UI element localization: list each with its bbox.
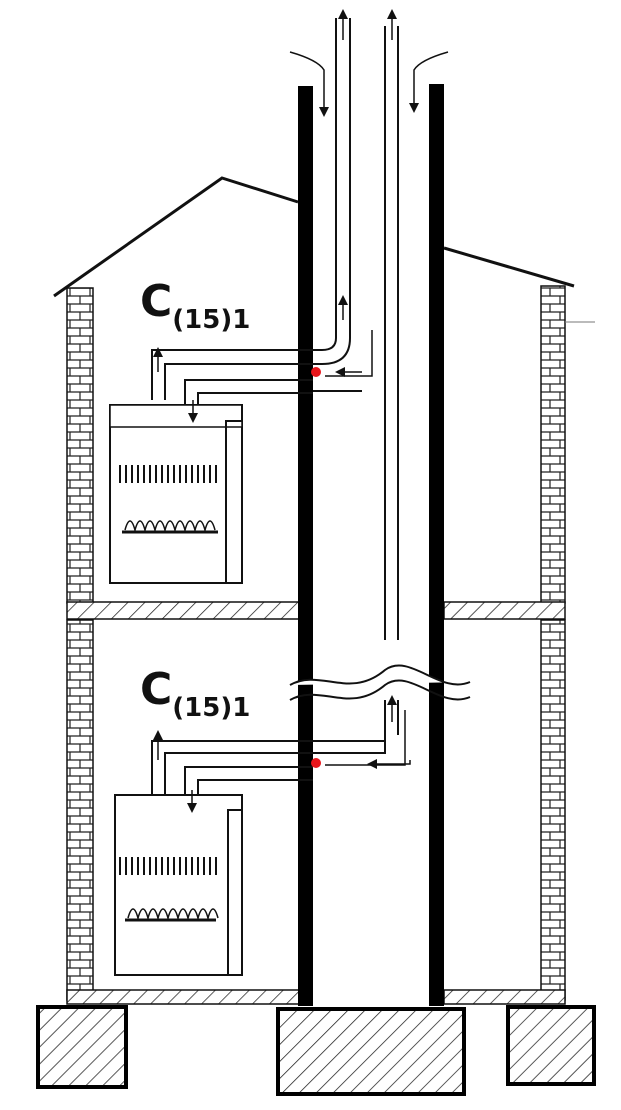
lower-label-main: C xyxy=(140,664,173,715)
left-wall-lower xyxy=(66,619,94,1001)
upper-heat-exchanger xyxy=(119,465,217,483)
top-right-down-arrow xyxy=(409,51,449,113)
central-flue xyxy=(384,26,399,735)
upper-boiler-type-label: C(15)1 xyxy=(140,280,250,334)
break-line xyxy=(289,664,471,686)
foundation-right xyxy=(506,1005,596,1086)
lower-boiler xyxy=(114,794,243,976)
foundation-left xyxy=(36,1005,128,1089)
lower-label-sub: (15)1 xyxy=(172,693,251,723)
right-wall-upper xyxy=(540,285,566,604)
lower-boiler-type-label: C(15)1 xyxy=(140,668,250,722)
roof xyxy=(53,176,575,298)
ground-floor-right xyxy=(443,989,566,1005)
upper-flue-pipe xyxy=(151,18,351,400)
foundations xyxy=(36,1005,596,1096)
lower-sensor-dot xyxy=(311,758,321,768)
upper-boiler-body xyxy=(109,404,243,584)
upper-label-main: C xyxy=(140,276,173,327)
exterior-walls xyxy=(66,285,595,1001)
foundation-center xyxy=(276,1007,466,1096)
ground-floor-left xyxy=(66,989,300,1005)
chimney-shaft xyxy=(298,84,444,1006)
upper-label-sub: (15)1 xyxy=(172,305,251,335)
middle-floor-right xyxy=(443,601,566,620)
lower-heat-exchanger xyxy=(119,857,217,875)
middle-floor-left xyxy=(66,601,300,620)
lower-boiler-body xyxy=(114,794,243,976)
right-wall-lower xyxy=(540,619,566,1001)
roof-right-slope xyxy=(443,246,575,288)
lower-flue-connection xyxy=(151,710,406,975)
upper-sensor-dot xyxy=(311,367,321,377)
chimney-right-wall xyxy=(429,84,444,1006)
left-wall-upper xyxy=(66,287,94,604)
chimney-left-wall xyxy=(298,86,313,1006)
lower-burner xyxy=(125,908,219,922)
lower-intake-arrow xyxy=(367,759,411,769)
roof-left-slope xyxy=(53,176,299,298)
flow-arrows xyxy=(153,9,449,813)
upper-burner xyxy=(122,520,218,534)
top-left-down-arrow xyxy=(289,51,329,117)
floors xyxy=(66,601,566,1005)
upper-boiler xyxy=(109,404,243,584)
upper-boiler-top xyxy=(109,404,243,428)
